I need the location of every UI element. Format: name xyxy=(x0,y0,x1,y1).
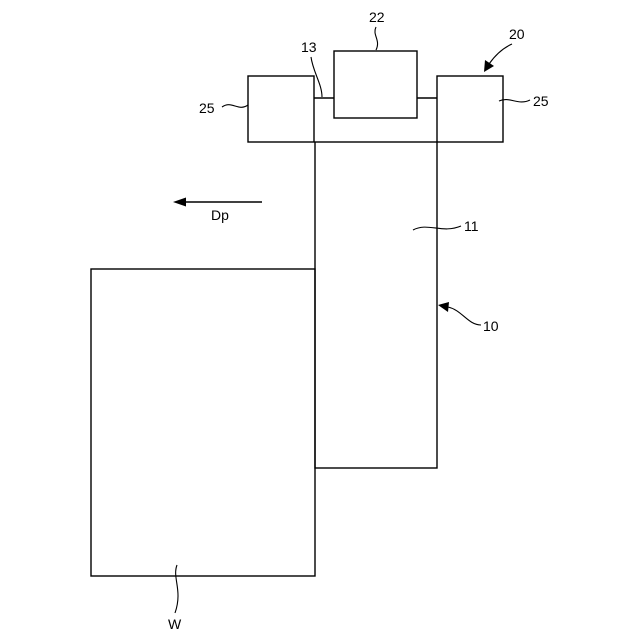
unit-arrowhead xyxy=(484,60,494,72)
shaft-label: 13 xyxy=(301,39,317,55)
center-block-label: 22 xyxy=(369,9,385,25)
workpiece-leader xyxy=(175,565,178,613)
unit-label: 20 xyxy=(509,26,525,42)
tool-body-rect xyxy=(315,142,437,468)
body-label: 11 xyxy=(464,218,479,234)
center-block-leader xyxy=(375,27,378,50)
left-block-label: 25 xyxy=(199,100,215,116)
direction-label: Dp xyxy=(211,207,229,223)
workpiece-rect xyxy=(91,269,315,576)
tool-label: 10 xyxy=(483,318,499,334)
right-block-label: 25 xyxy=(533,93,549,109)
left-block-leader xyxy=(222,105,248,108)
tool-arrowhead xyxy=(438,302,449,312)
unit-leader xyxy=(489,44,512,64)
left-block-rect xyxy=(248,76,314,142)
shaft-leader xyxy=(311,57,322,97)
center-block-rect xyxy=(334,51,417,118)
tool-leader xyxy=(448,307,481,325)
workpiece-label: W xyxy=(168,616,182,632)
direction-arrow-head xyxy=(173,198,186,207)
right-block-rect xyxy=(437,76,503,142)
